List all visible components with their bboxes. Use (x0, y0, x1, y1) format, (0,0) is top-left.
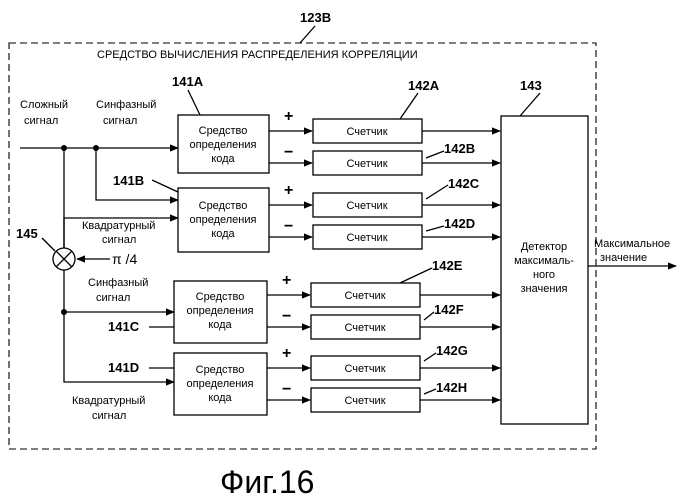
counter-ref-leader (424, 389, 436, 394)
decoder-141A: Средство определения кода (178, 115, 269, 173)
decoder-141D: Средство определения кода (174, 353, 267, 415)
inphase2-signal-label-1: Синфазный (88, 277, 148, 289)
counter-142E: Счетчик (311, 283, 420, 307)
counter-ref-leader (426, 185, 448, 199)
decoder-label-1: Средство (199, 200, 248, 212)
detector-label-2: максималь- (514, 255, 574, 267)
complex-signal-label-2: сигнал (24, 115, 58, 127)
max-value-detector: Детектор максималь- ного значения (501, 116, 588, 424)
decoder-ref-141B: 141B (113, 173, 144, 188)
plus-sign: + (284, 182, 293, 199)
counter-label: Счетчик (346, 232, 387, 244)
output-label-2: значение (600, 252, 647, 264)
mixer-ref-label: 145 (16, 226, 38, 241)
decoder-ref-141C: 141C (108, 319, 140, 334)
counter-ref-142B: 142B (444, 141, 475, 156)
counter-ref-142F: 142F (434, 302, 464, 317)
decoder-label-1: Средство (196, 364, 245, 376)
plus-sign: + (282, 345, 291, 362)
quad-signal-label-1: Квадратурный (82, 220, 155, 232)
counter-ref-leader (400, 93, 418, 119)
counter-142G: Счетчик (311, 356, 420, 380)
counter-ref-leader (400, 268, 432, 283)
counter-label: Счетчик (344, 322, 385, 334)
counter-ref-142G: 142G (436, 343, 468, 358)
minus-sign: − (282, 308, 291, 325)
plus-sign: + (284, 108, 293, 125)
decoder-label-3: кода (211, 153, 235, 165)
detector-label-1: Детектор (521, 241, 567, 253)
counter-142B: Счетчик (313, 151, 422, 175)
decoder-ref-leader (152, 180, 178, 192)
detector-ref-leader (520, 93, 540, 116)
decoder-label-3: кода (211, 228, 235, 240)
counter-label: Счетчик (344, 395, 385, 407)
counter-label: Счетчик (346, 126, 387, 138)
quad2-signal-label-2: сигнал (92, 410, 126, 422)
complex-signal-label-1: Сложный (20, 99, 68, 111)
inphase2-signal-label-2: сигнал (96, 292, 130, 304)
counter-label: Счетчик (346, 158, 387, 170)
counter-ref-142D: 142D (444, 216, 475, 231)
decoder-label-2: определения (187, 378, 254, 390)
minus-sign: − (284, 218, 293, 235)
counter-ref-142A: 142A (408, 78, 440, 93)
decoder-141C: Средство определения кода (174, 281, 267, 343)
outer-ref-label: 123B (300, 10, 331, 25)
output-label-1: Максимальное (594, 238, 670, 250)
counter-ref-142H: 142H (436, 380, 467, 395)
quad-signal-label-2: сигнал (102, 234, 136, 246)
decoder-label-1: Средство (196, 291, 245, 303)
counter-ref-142E: 142E (432, 258, 463, 273)
counter-ref-leader (426, 226, 444, 231)
decoder-ref-141D: 141D (108, 360, 139, 375)
mixer-ref-leader (42, 238, 55, 251)
decoder-label-2: определения (190, 139, 257, 151)
decoder-141B: Средство определения кода (178, 188, 269, 252)
figure-caption: Фиг.16 (220, 464, 314, 500)
junction-dot (93, 145, 99, 151)
inphase-signal-label-1: Синфазный (96, 99, 156, 111)
minus-sign: − (284, 144, 293, 161)
detector-label-4: значения (520, 283, 567, 295)
decoder-ref-141A: 141A (172, 74, 204, 89)
counter-label: Счетчик (344, 290, 385, 302)
counter-label: Счетчик (346, 200, 387, 212)
counter-142D: Счетчик (313, 225, 422, 249)
inphase-signal-label-2: сигнал (103, 115, 137, 127)
quad2-signal-label-1: Квадратурный (72, 395, 145, 407)
counter-142A: Счетчик (313, 119, 422, 143)
detector-ref-label: 143 (520, 78, 542, 93)
junction-dot (61, 145, 67, 151)
decoder-label-3: кода (208, 319, 232, 331)
decoder-label-1: Средство (199, 125, 248, 137)
outer-title: СРЕДСТВО ВЫЧИСЛЕНИЯ РАСПРЕДЕЛЕНИЯ КОРРЕЛ… (97, 49, 418, 61)
counter-ref-142C: 142C (448, 176, 480, 191)
outer-ref-leader (300, 26, 315, 43)
counter-142C: Счетчик (313, 193, 422, 217)
decoder-label-3: кода (208, 392, 232, 404)
counter-142F: Счетчик (311, 315, 420, 339)
counter-ref-leader (424, 353, 436, 361)
decoder-label-2: определения (187, 305, 254, 317)
decoder-label-2: определения (190, 214, 257, 226)
counter-ref-leader (424, 312, 434, 320)
counter-label: Счетчик (344, 363, 385, 375)
detector-label-3: ного (533, 269, 555, 281)
counter-142H: Счетчик (311, 388, 420, 412)
counter-ref-leader (426, 151, 444, 158)
plus-sign: + (282, 272, 291, 289)
decoder-ref-leader (188, 90, 200, 115)
junction-dot (61, 309, 67, 315)
phase-shift-label: π /4 (112, 251, 137, 267)
minus-sign: − (282, 381, 291, 398)
